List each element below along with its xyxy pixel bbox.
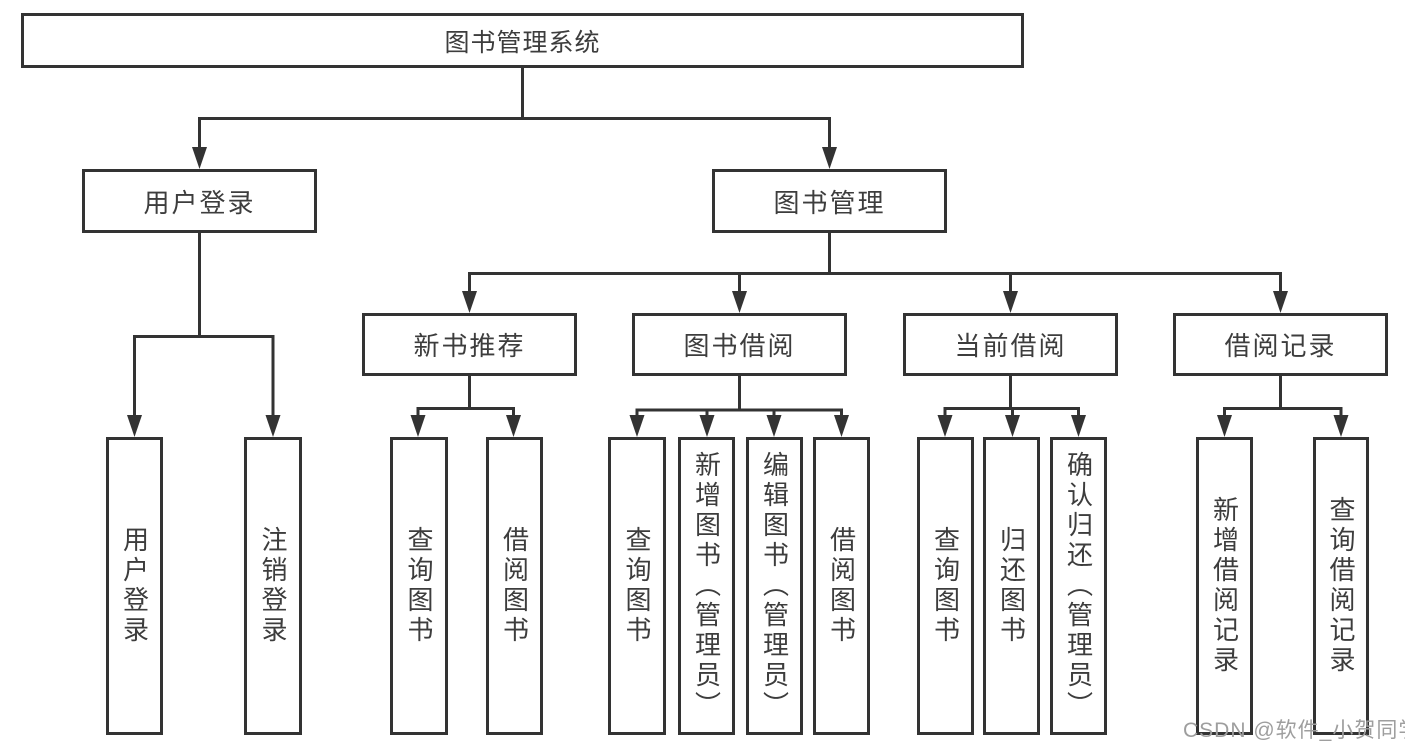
- leaf-logout: 注销登录: [244, 437, 302, 735]
- node-root: 图书管理系统: [21, 13, 1024, 68]
- leaf-query-borrow-record: 查询借阅记录: [1313, 437, 1369, 735]
- node-book-management: 图书管理: [712, 169, 947, 233]
- node-new-book-recommend: 新书推荐: [362, 313, 577, 376]
- node-book-borrow: 图书借阅: [632, 313, 847, 376]
- leaf-edit-books-admin: 编辑图书（管理员）: [746, 437, 803, 735]
- csdn-watermark: CSDN @软件_小贺同学: [1183, 719, 1405, 742]
- leaf-query-books-recommend: 查询图书: [390, 437, 448, 735]
- node-user-login: 用户登录: [82, 169, 317, 233]
- leaf-user-login: 用户登录: [106, 437, 163, 735]
- arrowheads: [127, 147, 1349, 437]
- leaf-query-books-borrow: 查询图书: [608, 437, 666, 735]
- leaf-return-books: 归还图书: [983, 437, 1040, 735]
- leaf-confirm-return-admin: 确认归还（管理员）: [1050, 437, 1107, 735]
- node-borrow-records: 借阅记录: [1173, 313, 1388, 376]
- leaf-add-borrow-record: 新增借阅记录: [1196, 437, 1253, 735]
- leaf-borrow-books-recommend: 借阅图书: [486, 437, 543, 735]
- leaf-add-books-admin: 新增图书（管理员）: [678, 437, 735, 735]
- node-current-borrow: 当前借阅: [903, 313, 1118, 376]
- leaf-borrow-books: 借阅图书: [813, 437, 870, 735]
- leaf-query-books-current: 查询图书: [917, 437, 974, 735]
